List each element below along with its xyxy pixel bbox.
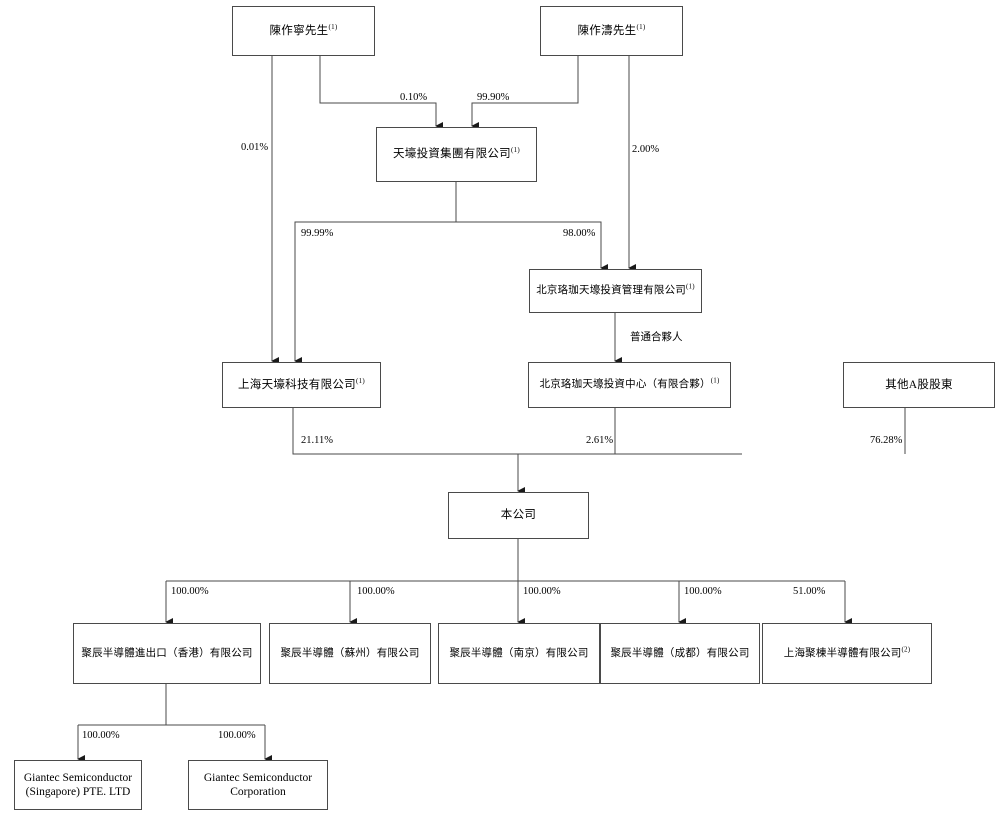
node-shanghai-tianhao-technology[interactable]: 上海天壕科技有限公司(1) [222,362,381,408]
node-beijing-luojia-tianhao-center[interactable]: 北京珞珈天壕投資中心（有限合夥）(1) [528,362,731,408]
node-giantec-corporation[interactable]: Giantec Semiconductor Corporation [188,760,328,810]
node-the-company-label: 本公司 [500,509,537,522]
node-subsidiary-hong-kong-label: 聚辰半導體進出口（香港）有限公司 [81,647,253,659]
footnote-marker: (1) [636,22,646,31]
node-beijing-luojia-tianhao-management[interactable]: 北京珞珈天壕投資管理有限公司(1) [529,269,702,313]
node-other-a-share-shareholders[interactable]: 其他A股股東 [843,362,995,408]
node-beijing-luojia-tianhao-management-label: 北京珞珈天壕投資管理有限公司(1) [536,282,695,297]
node-tianhao-investment-group-label: 天壕投資集團有限公司(1) [392,146,521,161]
edge-label-0.01-percent: 0.01% [241,142,269,153]
node-subsidiary-suzhou[interactable]: 聚辰半導體（蘇州）有限公司 [269,623,431,684]
node-subsidiary-nanjing[interactable]: 聚辰半導體（南京）有限公司 [438,623,600,684]
edge-label-76.28-percent: 76.28% [870,435,903,446]
footnote-marker: (2) [901,645,911,654]
node-subsidiary-chengdu[interactable]: 聚辰半導體（成都）有限公司 [600,623,760,684]
node-chen-zuoning[interactable]: 陳作寧先生(1) [232,6,375,56]
node-subsidiary-shanghai-judong-label: 上海聚棟半導體有限公司(2) [783,645,911,659]
node-other-a-share-shareholders-label: 其他A股股東 [885,378,953,391]
edge-label-100.00-percent-suzhou: 100.00% [357,586,395,597]
edge-label-100.00-percent-singapore: 100.00% [82,730,120,741]
edge-label-100.00-percent-corporation: 100.00% [218,730,256,741]
edge-label-21.11-percent: 21.11% [301,435,333,446]
edge-label-0.10-percent: 0.10% [400,92,428,103]
edge-label-100.00-percent-hk: 100.00% [171,586,209,597]
node-chen-zuotao-label: 陳作濤先生(1) [577,22,646,37]
node-subsidiary-shanghai-judong[interactable]: 上海聚棟半導體有限公司(2) [762,623,932,684]
node-the-company[interactable]: 本公司 [448,492,589,539]
node-tianhao-investment-group[interactable]: 天壕投資集團有限公司(1) [376,127,537,182]
edge-label-general-partner: 普通合夥人 [630,332,683,343]
node-giantec-singapore[interactable]: Giantec Semiconductor (Singapore) PTE. L… [14,760,142,810]
footnote-marker: (1) [328,22,338,31]
footnote-marker: (1) [510,146,521,155]
node-giantec-singapore-label: Giantec Semiconductor (Singapore) PTE. L… [23,771,133,798]
footnote-marker: (1) [710,376,720,385]
edge-label-100.00-percent-nanjing: 100.00% [523,586,561,597]
edge-label-99.90-percent: 99.90% [477,92,510,103]
edge-label-51.00-percent: 51.00% [793,586,826,597]
node-giantec-corporation-label: Giantec Semiconductor Corporation [203,771,313,798]
edge-label-2.61-percent: 2.61% [586,435,614,446]
edge-label-98.00-percent: 98.00% [563,228,596,239]
edge-label-99.99-percent: 99.99% [301,228,334,239]
node-subsidiary-hong-kong[interactable]: 聚辰半導體進出口（香港）有限公司 [73,623,261,684]
edge-label-100.00-percent-chengdu: 100.00% [684,586,722,597]
edge-label-2.00-percent: 2.00% [632,144,660,155]
node-subsidiary-chengdu-label: 聚辰半導體（成都）有限公司 [610,647,750,659]
node-subsidiary-nanjing-label: 聚辰半導體（南京）有限公司 [449,647,589,659]
node-subsidiary-suzhou-label: 聚辰半導體（蘇州）有限公司 [280,647,420,659]
node-shanghai-tianhao-technology-label: 上海天壕科技有限公司(1) [237,376,366,391]
node-chen-zuotao[interactable]: 陳作濤先生(1) [540,6,683,56]
footnote-marker: (1) [686,282,695,291]
footnote-marker: (1) [355,376,366,385]
node-chen-zuoning-label: 陳作寧先生(1) [269,22,338,37]
node-beijing-luojia-tianhao-center-label: 北京珞珈天壕投資中心（有限合夥）(1) [539,376,720,391]
